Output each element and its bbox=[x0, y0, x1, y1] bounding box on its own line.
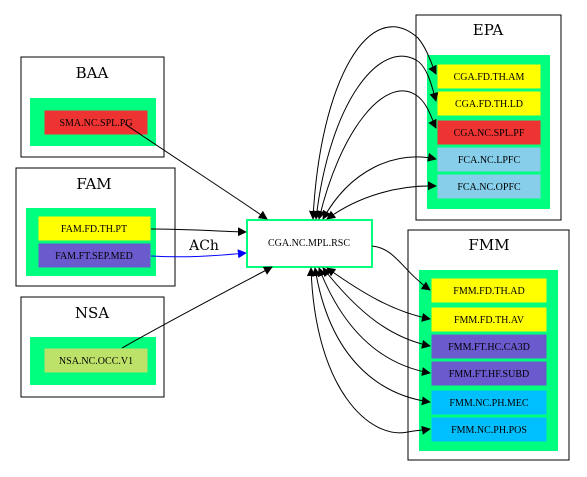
node-fmm-fd-th-ad-label: FMM.FD.TH.AD bbox=[453, 286, 524, 297]
cluster-fam-title: FAM bbox=[76, 175, 111, 193]
cluster-baa-title: BAA bbox=[76, 64, 109, 82]
node-fmm-nc-ph-pos-label: FMM.NC.PH.POS bbox=[451, 425, 527, 436]
edge-center-fmm-pos bbox=[306, 267, 431, 435]
edge-baa-to-center bbox=[124, 123, 268, 220]
cluster-epa-title: EPA bbox=[473, 21, 504, 39]
node-cga-fd-th-am-label: CGA.FD.TH.AM bbox=[454, 72, 525, 83]
node-fmm-fd-th-av-label: FMM.FD.TH.AV bbox=[454, 315, 525, 326]
node-fca-nc-lpfc-label: FCA.NC.LPFC bbox=[458, 155, 521, 166]
cluster-baa: BAA SMA.NC.SPL.PG bbox=[20, 56, 165, 158]
cluster-fmm: FMM FMM.FD.TH.AD FMM.FD.TH.AV FMM.FT.HC.… bbox=[407, 229, 570, 461]
node-fmm-nc-ph-mec-label: FMM.NC.PH.MEC bbox=[449, 398, 529, 409]
cluster-nsa-title: NSA bbox=[75, 304, 109, 322]
node-fmm-nc-ph-pos[interactable] bbox=[430, 416, 548, 443]
node-fam-ft-sep-med-label: FAM.FT.SEP.MED bbox=[55, 251, 133, 262]
node-fca-nc-opfc[interactable] bbox=[436, 173, 542, 200]
node-fca-nc-opfc-label: FCA.NC.OPFC bbox=[457, 182, 521, 193]
center-node-group: CGA.NC.MPL.RSC bbox=[246, 219, 373, 268]
edge-label-ach: ACh bbox=[188, 238, 219, 254]
node-sma-nc-spl-pg-label: SMA.NC.SPL.PG bbox=[59, 118, 132, 129]
node-cga-fd-th-ld[interactable] bbox=[436, 90, 542, 117]
edge-fam-pt-to-center bbox=[150, 227, 247, 237]
node-fam-fd-th-pt[interactable] bbox=[37, 215, 152, 242]
cluster-epa: EPA CGA.FD.TH.AM CGA.FD.TH.LD CGA.NC.SPL… bbox=[415, 14, 562, 221]
edge-nsa-to-center bbox=[121, 266, 273, 349]
cluster-fmm-title: FMM bbox=[468, 236, 509, 254]
center-node-label: CGA.NC.MPL.RSC bbox=[268, 238, 350, 249]
node-fmm-fd-th-ad[interactable] bbox=[430, 277, 548, 304]
node-fmm-ft-hf-subd-label: FMM.FT.HF.SUBD bbox=[449, 369, 529, 380]
node-fmm-ft-hc-ca3d[interactable] bbox=[430, 333, 548, 360]
edge-center-epa-opfc bbox=[326, 181, 437, 220]
node-fmm-ft-hf-subd[interactable] bbox=[430, 360, 548, 387]
node-fmm-ft-hc-ca3d-label: FMM.FT.HC.CA3D bbox=[448, 342, 530, 353]
node-nsa-nc-occ-v1[interactable] bbox=[43, 347, 149, 374]
cluster-fam: FAM FAM.FD.TH.PT FAM.FT.SEP.MED bbox=[15, 167, 176, 287]
edge-fam-med-to-center bbox=[150, 249, 247, 259]
node-fam-fd-th-pt-label: FAM.FD.TH.PT bbox=[61, 224, 127, 235]
node-fca-nc-lpfc[interactable] bbox=[436, 146, 542, 173]
node-cga-fd-th-ld-label: CGA.FD.TH.LD bbox=[455, 99, 523, 110]
node-fmm-nc-ph-mec[interactable] bbox=[430, 389, 548, 416]
node-cga-nc-spl-pf[interactable] bbox=[436, 119, 542, 146]
node-fmm-fd-th-av[interactable] bbox=[430, 306, 548, 333]
node-nsa-nc-occ-v1-label: NSA.NC.OCC.V1 bbox=[59, 356, 133, 367]
node-cga-nc-spl-pf-label: CGA.NC.SPL.PF bbox=[454, 128, 525, 139]
node-fam-ft-sep-med[interactable] bbox=[37, 242, 152, 269]
center-node[interactable] bbox=[246, 219, 373, 268]
node-sma-nc-spl-pg[interactable] bbox=[43, 109, 149, 136]
cluster-nsa: NSA NSA.NC.OCC.V1 bbox=[20, 296, 165, 398]
node-cga-fd-th-am[interactable] bbox=[436, 63, 542, 90]
